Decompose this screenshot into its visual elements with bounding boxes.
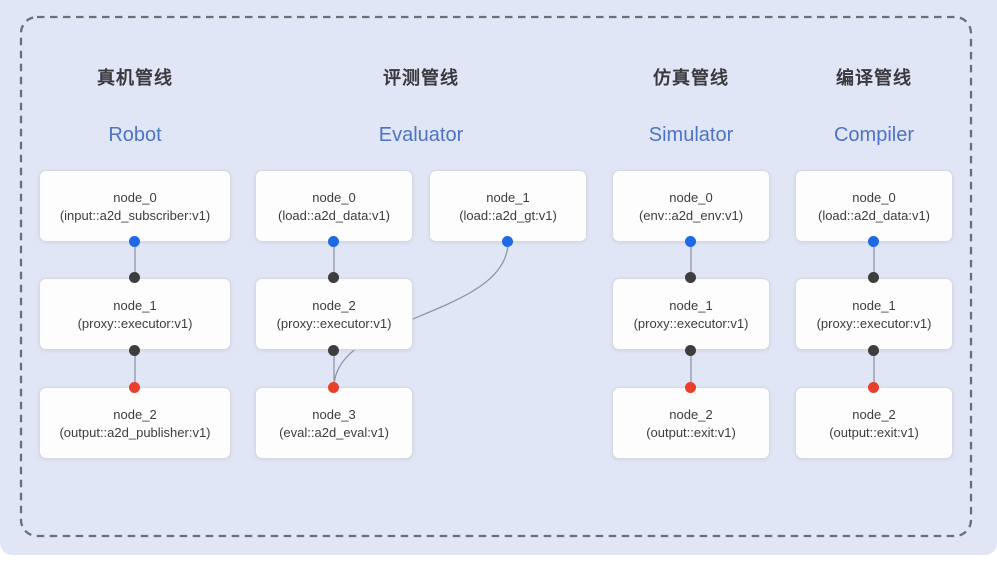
edge-eval-n1-n3-bezier: [333, 241, 509, 388]
intermediate-handle-dot[interactable]: [129, 272, 140, 283]
node-title: node_2: [312, 297, 356, 313]
node-robot-0[interactable]: node_0 (input::a2d_subscriber:v1): [39, 170, 231, 242]
node-type: (load::a2d_data:v1): [277, 207, 391, 223]
target-handle-dot[interactable]: [129, 382, 140, 393]
intermediate-handle-dot[interactable]: [328, 272, 339, 283]
target-handle-dot[interactable]: [685, 382, 696, 393]
header-zh-compiler: 编译管线: [836, 68, 912, 88]
node-type: (proxy::executor:v1): [77, 315, 193, 331]
node-title: node_1: [486, 189, 530, 205]
source-handle-dot[interactable]: [502, 236, 513, 247]
source-handle-dot[interactable]: [129, 236, 140, 247]
node-comp-2[interactable]: node_2 (output::exit:v1): [795, 387, 953, 459]
node-eval-3[interactable]: node_3 (eval::a2d_eval:v1): [255, 387, 413, 459]
node-comp-0[interactable]: node_0 (load::a2d_data:v1): [795, 170, 953, 242]
dashed-border: [19, 15, 973, 538]
node-sim-1[interactable]: node_1 (proxy::executor:v1): [612, 278, 770, 350]
node-title: node_0: [312, 189, 356, 205]
node-title: node_0: [113, 189, 157, 205]
node-type: (output::a2d_publisher:v1): [59, 424, 211, 440]
node-title: node_1: [113, 297, 157, 313]
node-eval-2[interactable]: node_2 (proxy::executor:v1): [255, 278, 413, 350]
node-type: (output::exit:v1): [646, 424, 736, 440]
node-robot-2[interactable]: node_2 (output::a2d_publisher:v1): [39, 387, 231, 459]
node-type: (load::a2d_gt:v1): [459, 207, 557, 223]
node-title: node_2: [852, 406, 896, 422]
node-comp-1[interactable]: node_1 (proxy::executor:v1): [795, 278, 953, 350]
node-title: node_0: [669, 189, 713, 205]
node-title: node_3: [312, 406, 356, 422]
header-zh-evaluator: 评测管线: [383, 68, 459, 88]
intermediate-handle-dot[interactable]: [868, 345, 879, 356]
node-sim-0[interactable]: node_0 (env::a2d_env:v1): [612, 170, 770, 242]
node-title: node_2: [113, 406, 157, 422]
intermediate-handle-dot[interactable]: [685, 345, 696, 356]
intermediate-handle-dot[interactable]: [868, 272, 879, 283]
node-robot-1[interactable]: node_1 (proxy::executor:v1): [39, 278, 231, 350]
source-handle-dot[interactable]: [868, 236, 879, 247]
node-type: (proxy::executor:v1): [816, 315, 932, 331]
intermediate-handle-dot[interactable]: [129, 345, 140, 356]
node-type: (eval::a2d_eval:v1): [279, 424, 389, 440]
node-eval-1[interactable]: node_1 (load::a2d_gt:v1): [429, 170, 587, 242]
node-type: (input::a2d_subscriber:v1): [59, 207, 211, 223]
intermediate-handle-dot[interactable]: [328, 345, 339, 356]
node-type: (proxy::executor:v1): [276, 315, 392, 331]
header-zh-robot: 真机管线: [97, 68, 173, 88]
header-en-simulator: Simulator: [648, 124, 734, 146]
node-title: node_1: [669, 297, 713, 313]
node-eval-0[interactable]: node_0 (load::a2d_data:v1): [255, 170, 413, 242]
node-title: node_0: [852, 189, 896, 205]
header-zh-simulator: 仿真管线: [653, 68, 729, 88]
header-en-robot: Robot: [108, 124, 162, 146]
intermediate-handle-dot[interactable]: [685, 272, 696, 283]
target-handle-dot[interactable]: [328, 382, 339, 393]
source-handle-dot[interactable]: [685, 236, 696, 247]
node-sim-2[interactable]: node_2 (output::exit:v1): [612, 387, 770, 459]
node-type: (proxy::executor:v1): [633, 315, 749, 331]
target-handle-dot[interactable]: [868, 382, 879, 393]
header-en-compiler: Compiler: [833, 124, 915, 146]
header-en-evaluator: Evaluator: [378, 124, 464, 146]
node-type: (load::a2d_data:v1): [817, 207, 931, 223]
node-title: node_1: [852, 297, 896, 313]
node-title: node_2: [669, 406, 713, 422]
node-type: (env::a2d_env:v1): [638, 207, 744, 223]
source-handle-dot[interactable]: [328, 236, 339, 247]
node-type: (output::exit:v1): [829, 424, 919, 440]
